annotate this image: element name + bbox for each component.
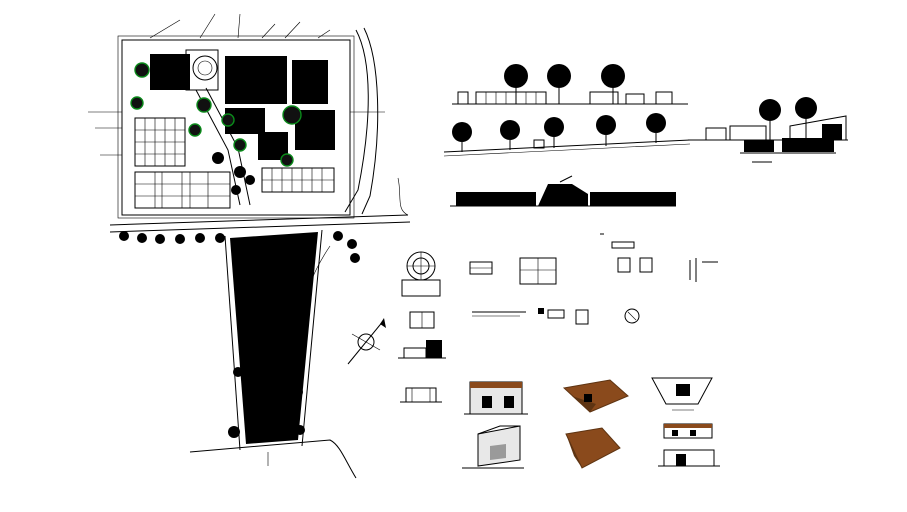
render-building-roof-1 [562, 379, 629, 413]
section-2 [450, 175, 676, 207]
detail-small [469, 233, 718, 285]
elevation-2 [443, 113, 691, 157]
section-1 [740, 138, 836, 163]
render-building-angle [462, 425, 524, 469]
plaza-trees [228, 257, 308, 438]
elevation-1 [452, 64, 688, 105]
parking-grid-left [134, 117, 186, 167]
north-arrow-icon [347, 318, 386, 365]
tree-icon [504, 64, 625, 104]
site-plan [88, 13, 411, 479]
render-building-roof-2 [565, 427, 621, 469]
render-site-detail [651, 377, 713, 411]
site-trees [130, 62, 302, 195]
parking-grid-bottom [134, 171, 231, 209]
detail-gate [398, 311, 446, 359]
detail-fountain [401, 251, 441, 297]
render-elevation-set [658, 423, 720, 467]
detail-strip [472, 308, 640, 325]
parking-grid-right [261, 167, 335, 193]
detail-entrance [400, 387, 442, 403]
render-building-front [464, 381, 528, 415]
street-trees [119, 231, 360, 263]
elevation-3 [688, 97, 848, 141]
